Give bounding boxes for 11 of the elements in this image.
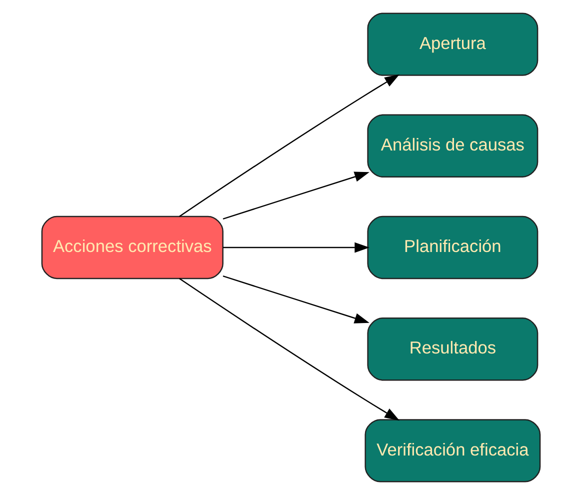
arrow bbox=[178, 278, 400, 421]
arrow bbox=[222, 275, 369, 324]
node-box: Apertura bbox=[366, 12, 538, 76]
arrow bbox=[222, 172, 369, 220]
node-box: Planificación bbox=[366, 216, 538, 280]
node-box: Análisis de causas bbox=[366, 114, 538, 178]
node-box: Acciones correctivas bbox=[40, 216, 223, 280]
arrow bbox=[222, 242, 370, 253]
arrow bbox=[178, 74, 400, 217]
node-box: Verificación eficacia bbox=[364, 419, 540, 482]
node-box: Resultados bbox=[366, 318, 538, 381]
